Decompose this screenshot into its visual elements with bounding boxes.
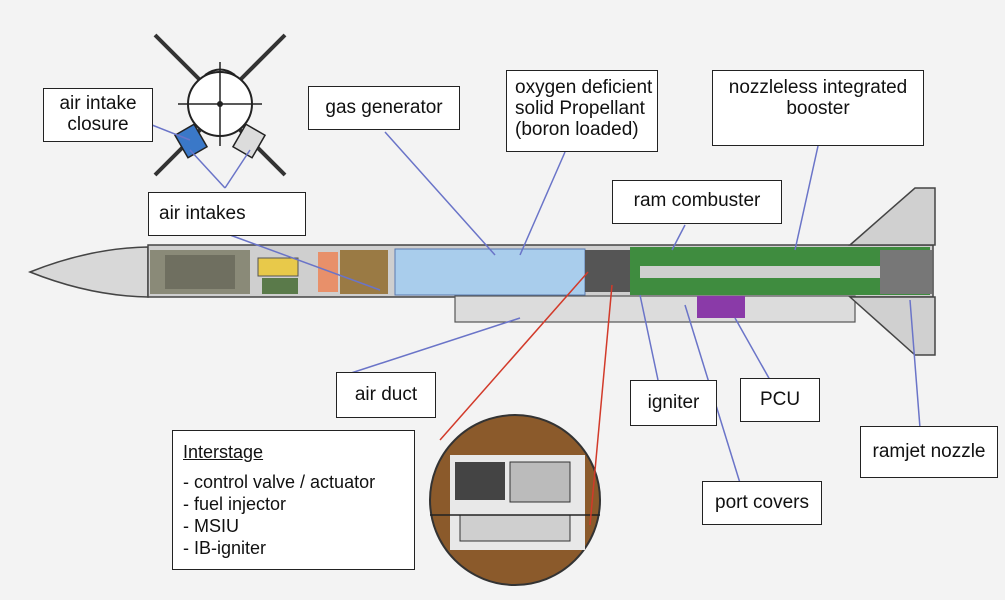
label-gas-generator: gas generator: [308, 86, 460, 130]
oxygen-deficient-line2: solid Propellant: [515, 98, 645, 119]
leader-lines: [151, 124, 921, 484]
air-duct-text: air duct: [354, 384, 418, 405]
ramjet-nozzle-text: ramjet nozzle: [872, 441, 986, 462]
magnifier-leader-lines: [439, 271, 613, 526]
port-covers-text: port covers: [715, 492, 809, 513]
nozzleless-line2: booster: [786, 98, 850, 119]
interstage-item: - fuel injector: [183, 494, 287, 514]
label-nozzleless-booster: nozzleless integrated booster: [712, 70, 924, 146]
ram-combuster-text: ram combuster: [633, 190, 761, 211]
intake-front-view: [153, 33, 287, 177]
label-air-duct: air duct: [336, 372, 436, 418]
air-intake-closure-line1: air intake: [59, 93, 137, 114]
interstage-item: - IB-igniter: [183, 538, 267, 558]
pcu-text: PCU: [759, 389, 801, 410]
label-oxygen-deficient-propellant: oxygen deficient solid Propellant (boron…: [506, 70, 658, 152]
interstage-item: - MSIU: [183, 516, 239, 536]
label-interstage: Interstage - control valve / actuator - …: [172, 430, 415, 570]
label-air-intakes: air intakes: [148, 192, 306, 236]
oxygen-deficient-line1: oxygen deficient: [515, 77, 653, 98]
nozzleless-line1: nozzleless integrated: [728, 77, 908, 98]
oxygen-deficient-line3: (boron loaded): [515, 119, 639, 140]
label-igniter: igniter: [630, 380, 717, 426]
air-intakes-text: air intakes: [159, 203, 246, 224]
label-ramjet-nozzle: ramjet nozzle: [860, 426, 998, 478]
interstage-magnified-view: [429, 414, 601, 586]
label-port-covers: port covers: [702, 481, 822, 525]
gas-generator-text: gas generator: [325, 97, 443, 118]
interstage-item: - control valve / actuator: [183, 472, 376, 492]
igniter-text: igniter: [647, 392, 700, 413]
missile-body: [27, 187, 936, 356]
air-intake-closure-line2: closure: [67, 114, 129, 135]
label-pcu: PCU: [740, 378, 820, 422]
label-ram-combuster: ram combuster: [612, 180, 782, 224]
label-air-intake-closure: air intake closure: [43, 88, 153, 142]
interstage-title: Interstage: [183, 442, 264, 462]
